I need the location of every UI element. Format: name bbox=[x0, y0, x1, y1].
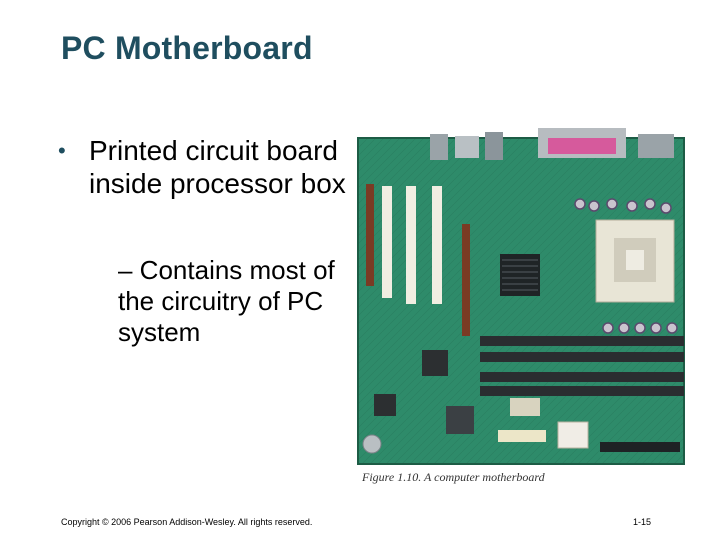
page-number: 1-15 bbox=[633, 517, 652, 527]
bullet-text: Printed circuit board inside processor b… bbox=[89, 135, 346, 199]
figure-caption: Figure 1.10. A computer motherboard bbox=[362, 470, 545, 484]
sub-bullet-text: – Contains most of the circuitry of PC s… bbox=[118, 255, 335, 347]
slide-title: PC Motherboard bbox=[61, 30, 313, 66]
bullet-symbol: • bbox=[58, 138, 66, 163]
motherboard-photo bbox=[357, 128, 685, 465]
copyright-footer: Copyright © 2006 Pearson Addison-Wesley.… bbox=[61, 517, 313, 527]
